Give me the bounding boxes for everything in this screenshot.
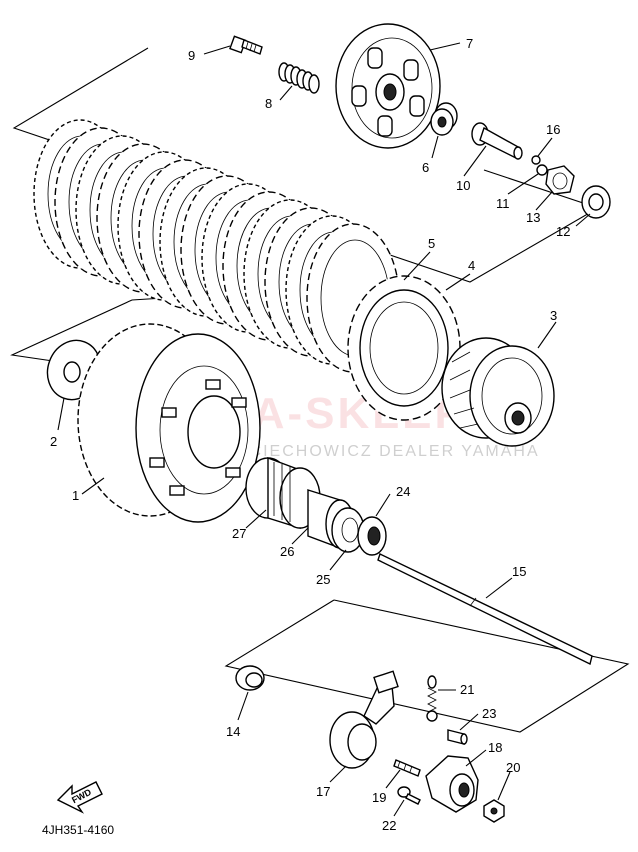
callout-8: 8 bbox=[265, 96, 272, 111]
callout-7: 7 bbox=[466, 36, 473, 51]
watermark-subtext: WOJCIECHOWICZ DEALER YAMAHA bbox=[208, 443, 540, 460]
part-bolt bbox=[229, 35, 263, 55]
part-clutch-boss bbox=[441, 337, 555, 447]
callout-19: 19 bbox=[372, 790, 386, 805]
part-o-ring bbox=[531, 155, 541, 165]
fwd-arrow-icon: FWD bbox=[56, 781, 103, 814]
part-primary-driven-gear bbox=[77, 323, 261, 523]
callout-5: 5 bbox=[428, 236, 435, 251]
callout-3: 3 bbox=[550, 308, 557, 323]
callout-11: 11 bbox=[496, 196, 510, 211]
callouts: 7 9 8 6 10 16 11 13 12 5 4 3 2 1 24 27 2 bbox=[50, 36, 591, 833]
part-pressure-plate bbox=[335, 23, 441, 149]
part-push-rod-2 bbox=[377, 553, 593, 666]
diagram-code: 4JH351-4160 bbox=[42, 823, 114, 837]
callout-4: 4 bbox=[468, 258, 475, 273]
callout-23: 23 bbox=[482, 706, 496, 721]
callout-22: 22 bbox=[382, 818, 396, 833]
part-nut-small bbox=[483, 799, 505, 823]
part-friction-plate bbox=[347, 275, 461, 421]
frame-lower bbox=[224, 599, 630, 733]
part-thrust-washer bbox=[357, 516, 387, 556]
part-compression-spring bbox=[278, 62, 320, 94]
part-screw bbox=[397, 786, 421, 805]
part-ball bbox=[536, 164, 548, 176]
callout-13: 13 bbox=[526, 210, 540, 225]
callout-2: 2 bbox=[50, 434, 57, 449]
callout-14: 14 bbox=[226, 724, 240, 739]
part-needle-bearing bbox=[245, 456, 321, 529]
callout-16: 16 bbox=[546, 122, 560, 137]
clutch-plate-stack bbox=[33, 119, 400, 373]
callout-27: 27 bbox=[232, 526, 246, 541]
callout-6: 6 bbox=[422, 160, 429, 175]
callout-25: 25 bbox=[316, 572, 330, 587]
part-dowel-pin bbox=[447, 729, 468, 745]
callout-12: 12 bbox=[556, 224, 570, 239]
part-nut bbox=[545, 165, 575, 195]
part-bearing bbox=[430, 102, 458, 136]
frame-upper bbox=[12, 47, 600, 283]
callout-9: 9 bbox=[188, 48, 195, 63]
callout-10: 10 bbox=[456, 178, 470, 193]
part-oil-seal bbox=[235, 665, 265, 691]
part-push-rod-1 bbox=[471, 122, 523, 160]
part-spring bbox=[426, 675, 438, 722]
callout-24: 24 bbox=[396, 484, 410, 499]
part-holder bbox=[425, 755, 479, 813]
callout-17: 17 bbox=[316, 784, 330, 799]
part-spacer bbox=[331, 507, 365, 553]
callout-20: 20 bbox=[506, 760, 520, 775]
callout-1: 1 bbox=[72, 488, 79, 503]
part-stud-bolt bbox=[393, 759, 421, 777]
callout-26: 26 bbox=[280, 544, 294, 559]
part-push-lever-shaft bbox=[329, 670, 399, 769]
callout-15: 15 bbox=[512, 564, 526, 579]
callout-21: 21 bbox=[460, 682, 474, 697]
part-lock-washer bbox=[581, 185, 611, 219]
callout-18: 18 bbox=[488, 740, 502, 755]
